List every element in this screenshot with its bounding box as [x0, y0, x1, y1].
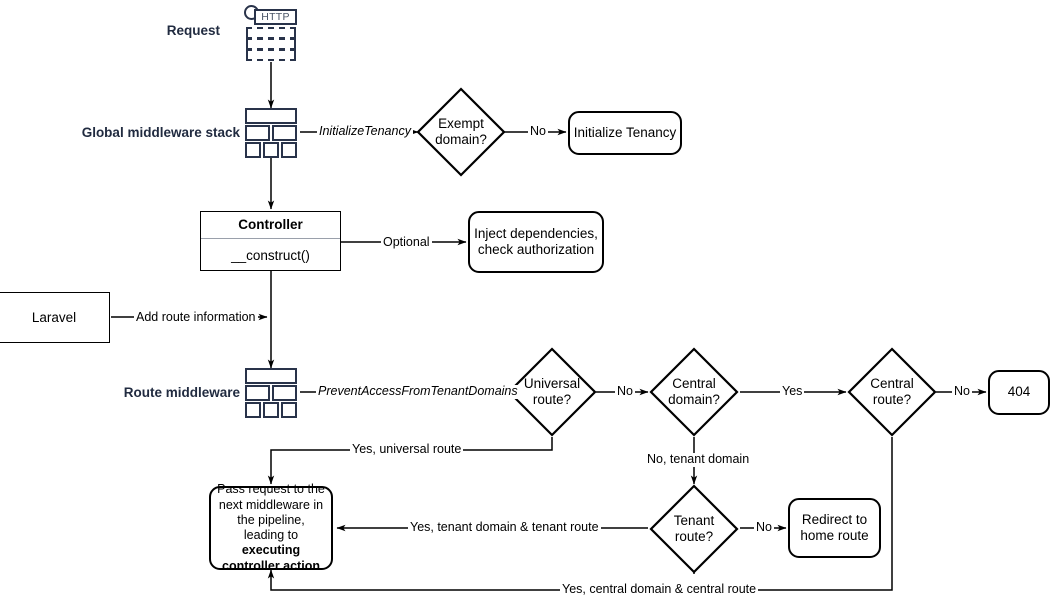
- stack-bar-third: [281, 142, 297, 158]
- decision-tenant-route-label: Tenant route?: [673, 513, 715, 544]
- stack-bar-half: [245, 385, 270, 401]
- node-redirect-home-label: Redirect to home route: [800, 511, 869, 543]
- node-laravel-label: Laravel: [31, 309, 77, 325]
- decision-exempt-domain[interactable]: Exempt domain?: [416, 87, 506, 177]
- stack-bar-full: [245, 108, 297, 124]
- node-inject-dependencies-label: Inject dependencies, check authorization: [474, 225, 598, 257]
- decision-universal-route-label: Universal route?: [523, 376, 581, 407]
- controller-title: Controller: [201, 212, 340, 239]
- http-protocol-box: HTTP: [254, 9, 297, 25]
- edge-label-prevent-access: PreventAccessFromTenantDomains: [316, 384, 520, 399]
- decision-central-domain[interactable]: Central domain?: [649, 347, 739, 437]
- edge-label-add-route-information: Add route information: [134, 310, 258, 325]
- stack-bar-third: [263, 402, 279, 418]
- node-controller[interactable]: Controller __construct(): [200, 211, 341, 271]
- node-404[interactable]: 404: [988, 370, 1050, 415]
- pass-request-text-bold: executing controller action: [222, 543, 320, 573]
- edge-label-central-domain-yes: Yes: [780, 384, 805, 399]
- edge-label-tenant-yes: Yes, tenant domain & tenant route: [408, 520, 601, 535]
- label-request: Request: [166, 23, 220, 38]
- node-pass-request-label: Pass request to the next middleware in t…: [217, 482, 325, 574]
- node-initialize-tenancy-label: Initialize Tenancy: [573, 124, 677, 140]
- middleware-stack-icon: [245, 108, 297, 158]
- edge-label-no-tenant-domain: No, tenant domain: [645, 452, 752, 467]
- node-laravel[interactable]: Laravel: [0, 292, 110, 343]
- node-initialize-tenancy[interactable]: Initialize Tenancy: [568, 111, 682, 155]
- edge-label-exempt-no: No: [528, 124, 548, 139]
- decision-central-route[interactable]: Central route?: [847, 347, 937, 437]
- stack-bar-half: [272, 125, 297, 141]
- edge-label-universal-yes: Yes, universal route: [350, 442, 464, 457]
- stack-bar-half: [245, 125, 270, 141]
- http-protocol-label: HTTP: [261, 11, 290, 23]
- stack-bar-third: [245, 142, 261, 158]
- controller-method: __construct(): [231, 248, 310, 263]
- http-dash-row: [246, 49, 296, 61]
- middleware-stack-icon: [245, 368, 297, 418]
- decision-central-route-label: Central route?: [870, 376, 914, 407]
- edge-label-optional: Optional: [381, 235, 432, 250]
- node-inject-dependencies[interactable]: Inject dependencies, check authorization: [468, 211, 604, 273]
- edge-label-central-route-no: No: [952, 384, 972, 399]
- edge-label-tenant-route-no: No: [754, 520, 774, 535]
- stack-bar-full: [245, 368, 297, 384]
- decision-central-domain-label: Central domain?: [668, 376, 720, 407]
- pass-request-text-plain: Pass request to the next middleware in t…: [217, 482, 325, 542]
- decision-exempt-domain-label: Exempt domain?: [435, 116, 487, 147]
- stack-bar-third: [245, 402, 261, 418]
- stack-bar-third: [263, 142, 279, 158]
- node-pass-request[interactable]: Pass request to the next middleware in t…: [209, 482, 333, 573]
- stack-bar-third: [281, 402, 297, 418]
- edge-label-central-yes: Yes, central domain & central route: [560, 582, 759, 597]
- decision-universal-route[interactable]: Universal route?: [507, 347, 597, 437]
- http-request-icon: HTTP: [244, 3, 298, 61]
- decision-tenant-route[interactable]: Tenant route?: [649, 484, 739, 574]
- label-route-middleware: Route middleware: [123, 385, 240, 400]
- node-redirect-home[interactable]: Redirect to home route: [788, 498, 881, 558]
- edge-label-initialize-tenancy: InitializeTenancy: [317, 124, 413, 139]
- edge-label-universal-no: No: [615, 384, 635, 399]
- label-global-middleware-stack: Global middleware stack: [81, 125, 240, 140]
- node-404-label: 404: [1007, 384, 1031, 400]
- stack-bar-half: [272, 385, 297, 401]
